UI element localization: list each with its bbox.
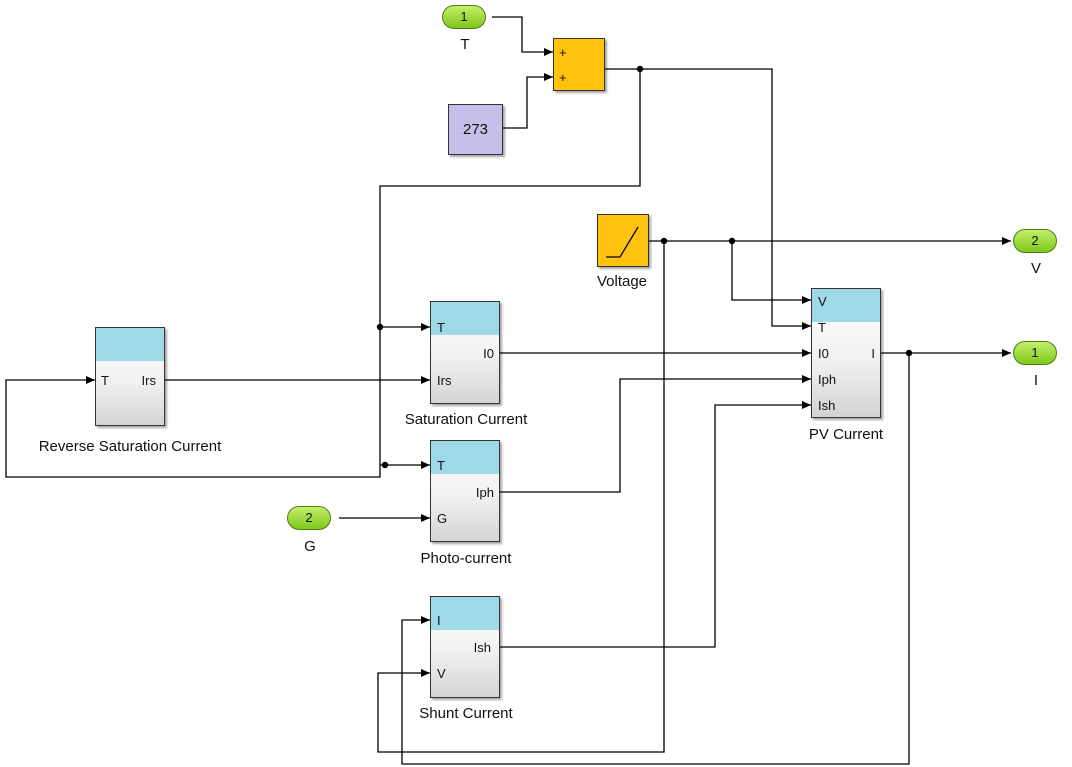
port-in-I0: I0 <box>818 346 829 361</box>
port-out-Ish: Ish <box>473 640 491 655</box>
port-out-Irs: Irs <box>141 373 156 388</box>
outport-I[interactable]: 1 <box>1013 341 1057 365</box>
port-out-I0: I0 <box>483 346 494 361</box>
sum-block[interactable]: + + <box>553 38 605 91</box>
inport-G[interactable]: 2 <box>287 506 331 530</box>
constant-block[interactable]: 273 <box>448 104 503 155</box>
outport-I-label: I <box>1033 372 1039 389</box>
subsystem-header <box>812 289 880 322</box>
port-out-I: I <box>871 346 875 361</box>
wire-voltage-to-shunt-V <box>377 241 665 753</box>
sum-sign-1: + <box>559 45 567 60</box>
ramp-icon <box>606 226 639 258</box>
port-in-T: T <box>101 373 109 388</box>
pv-current-subsystem[interactable]: V T I0 Iph Ish I <box>811 288 881 418</box>
inport-G-label: G <box>304 538 316 555</box>
port-in-T: T <box>437 458 445 473</box>
outport-V-label: V <box>1030 260 1042 277</box>
outport-V[interactable]: 2 <box>1013 229 1057 253</box>
shunt-current-label: Shunt Current <box>419 705 513 722</box>
junction-T-sat <box>376 323 384 331</box>
wire-to-rev-T <box>5 376 381 478</box>
port-in-Iph: Iph <box>818 372 837 387</box>
reverse-saturation-subsystem[interactable]: T Irs <box>95 327 165 426</box>
port-out-Iph: Iph <box>475 485 494 500</box>
inport-T[interactable]: 1 <box>442 5 486 29</box>
shunt-current-subsystem[interactable]: I V Ish <box>430 596 500 698</box>
wire-voltage-to-pv-V <box>731 241 811 304</box>
wire-T-to-sum <box>492 16 553 56</box>
saturation-subsystem[interactable]: T Irs I0 <box>430 301 500 404</box>
pv-current-label: PV Current <box>808 426 884 443</box>
port-in-I: I <box>437 613 441 628</box>
wire-ish <box>500 401 811 648</box>
junction-T-photo <box>381 461 389 469</box>
inport-T-label: T <box>460 36 470 53</box>
wire-I-feedback <box>401 353 910 765</box>
wire-273-to-sum <box>503 73 553 129</box>
port-in-T: T <box>437 320 445 335</box>
port-in-Irs: Irs <box>437 373 452 388</box>
wire-iph <box>500 375 811 493</box>
port-in-V: V <box>818 294 827 309</box>
junction-voltage-2 <box>728 237 736 245</box>
port-in-Ish: Ish <box>818 398 836 413</box>
junction-I <box>905 349 913 357</box>
port-in-T: T <box>818 320 826 335</box>
wire-sum-to-pv-T <box>605 68 811 330</box>
saturation-label: Saturation Current <box>404 411 528 428</box>
subsystem-header <box>431 302 499 335</box>
ramp-block[interactable] <box>597 214 649 267</box>
sum-sign-2: + <box>559 70 567 85</box>
junction-sum <box>636 65 644 73</box>
reverse-saturation-label: Reverse Saturation Current <box>38 438 222 455</box>
subsystem-header <box>96 328 164 361</box>
port-in-V: V <box>437 666 446 681</box>
subsystem-header <box>431 597 499 630</box>
junction-voltage-1 <box>660 237 668 245</box>
photo-current-subsystem[interactable]: T G Iph <box>430 440 500 542</box>
ramp-label: Voltage <box>596 273 648 290</box>
port-in-G: G <box>437 511 448 526</box>
subsystem-header <box>431 441 499 474</box>
photo-current-label: Photo-current <box>420 550 512 567</box>
